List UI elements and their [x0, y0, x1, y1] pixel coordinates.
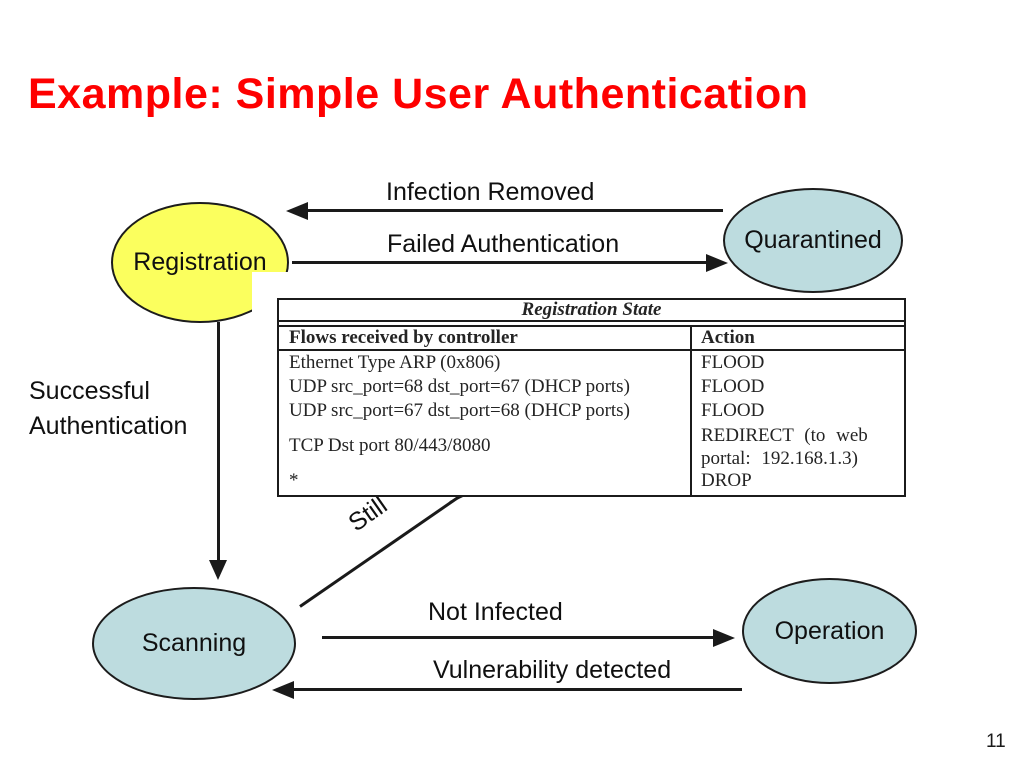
label-vulnerability-detected: Vulnerability detected	[433, 656, 672, 684]
table-cell-action: FLOOD	[701, 376, 765, 397]
table-cell-flow: *	[279, 469, 692, 495]
table-row: Ethernet Type ARP (0x806) FLOOD	[279, 351, 904, 375]
arrowhead-right-icon	[706, 254, 728, 272]
label-not-infected: Not Infected	[428, 598, 563, 626]
table-cell-action: DROP	[701, 470, 752, 491]
slide-title: Example: Simple User Authentication	[28, 70, 809, 118]
state-operation-label: Operation	[774, 616, 885, 645]
label-infection-removed: Infection Removed	[386, 178, 595, 206]
table-row: * DROP	[279, 469, 904, 495]
table-cell-flow: UDP src_port=67 dst_port=68 (DHCP ports)	[279, 399, 692, 423]
flow-table-title: Registration State	[521, 299, 662, 320]
label-successful-authentication: Successful Authentication	[29, 377, 188, 440]
col-header-action: Action	[701, 327, 755, 348]
state-registration-label: Registration	[133, 248, 267, 276]
table-row: UDP src_port=67 dst_port=68 (DHCP ports)…	[279, 399, 904, 423]
flow-table: Registration State Flows received by con…	[277, 298, 906, 497]
table-row: UDP src_port=68 dst_port=67 (DHCP ports)…	[279, 375, 904, 399]
table-cell-action: REDIRECT (to web portal: 192.168.1.3)	[701, 425, 868, 469]
flow-table-image: Registration State Flows received by con…	[252, 272, 915, 497]
arrowhead-left-icon	[286, 202, 308, 220]
flow-table-header-row: Flows received by controller Action	[279, 327, 904, 351]
arrow-not-infected-line	[322, 636, 715, 639]
label-failed-authentication: Failed Authentication	[387, 230, 620, 258]
double-rule	[279, 320, 904, 327]
arrowhead-down-icon	[209, 560, 227, 580]
arrowhead-right-icon	[713, 629, 735, 647]
table-row: TCP Dst port 80/443/8080 REDIRECT (to we…	[279, 423, 904, 469]
table-cell-flow: UDP src_port=68 dst_port=67 (DHCP ports)	[279, 375, 692, 399]
state-operation: Operation	[742, 578, 917, 684]
state-quarantined-label: Quarantined	[744, 226, 882, 254]
table-cell-action: FLOOD	[701, 352, 765, 373]
arrow-failed-authentication-line	[292, 261, 708, 264]
arrowhead-left-icon	[272, 681, 294, 699]
col-header-flows: Flows received by controller	[279, 327, 692, 349]
table-cell-flow: TCP Dst port 80/443/8080	[279, 423, 692, 469]
table-cell-flow: Ethernet Type ARP (0x806)	[279, 351, 692, 375]
label-still-partial: Still	[343, 491, 393, 538]
arrow-vulnerability-detected-line	[292, 688, 742, 691]
page-number: 11	[986, 731, 1006, 752]
table-cell-action: FLOOD	[701, 400, 765, 421]
arrow-successful-authentication-line	[217, 322, 220, 564]
state-quarantined: Quarantined	[723, 188, 903, 293]
state-scanning-label: Scanning	[141, 629, 247, 657]
state-scanning: Scanning	[92, 587, 296, 700]
arrow-infection-removed-line	[300, 209, 723, 212]
